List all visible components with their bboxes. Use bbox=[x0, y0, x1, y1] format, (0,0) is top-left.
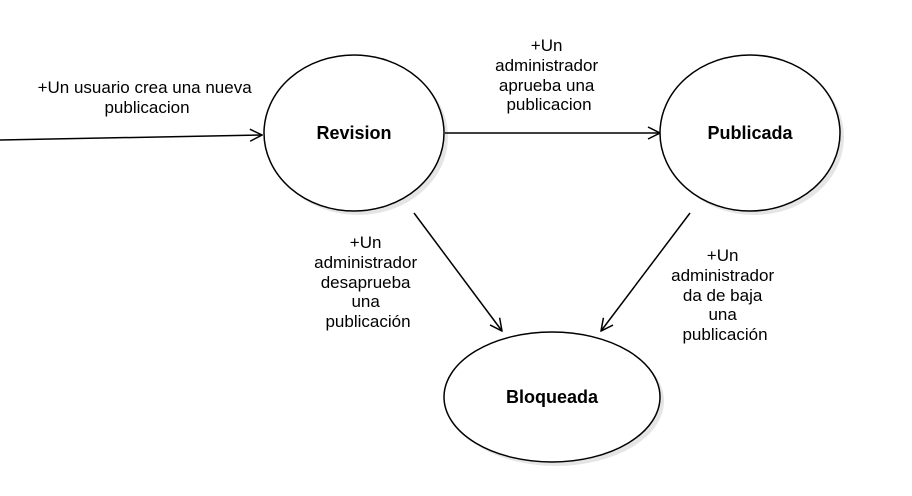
state-publicada: Publicada bbox=[659, 54, 844, 215]
edge-label-approve: +Un administrador aprueba una publicacio… bbox=[495, 36, 603, 114]
edge-label-unpublish: +Un administrador da de baja una publica… bbox=[671, 246, 779, 344]
edge-label-disapprove: +Un administrador desaprueba una publica… bbox=[314, 233, 422, 331]
edge-initial bbox=[0, 135, 262, 140]
edge-label-initial: +Un usuario crea una nueva publicacion bbox=[38, 78, 257, 117]
state-bloqueada: Bloqueada bbox=[443, 331, 664, 466]
state-publicada-label: Publicada bbox=[707, 123, 793, 143]
state-revision: Revision bbox=[263, 54, 448, 215]
state-bloqueada-label: Bloqueada bbox=[506, 387, 599, 407]
edge-disapprove bbox=[413, 212, 502, 331]
state-revision-label: Revision bbox=[316, 123, 391, 143]
edge-unpublish bbox=[601, 212, 691, 331]
